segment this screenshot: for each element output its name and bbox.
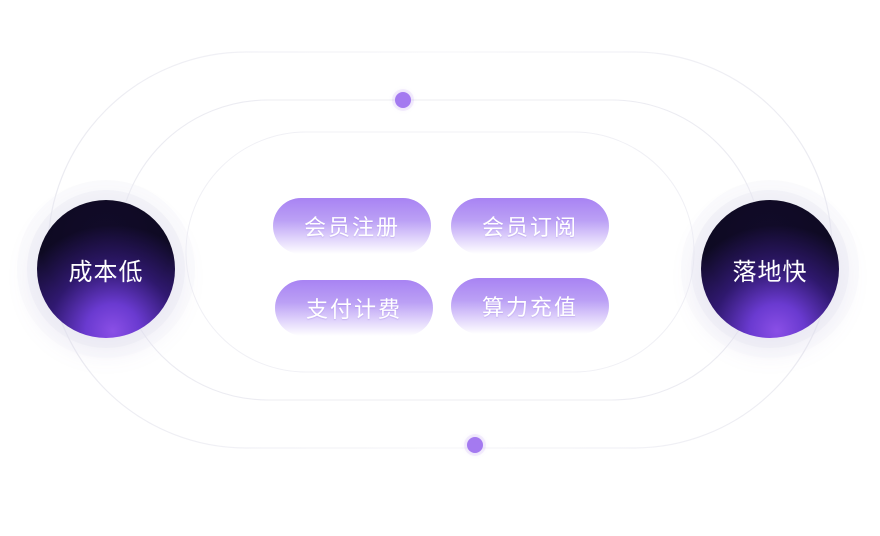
hub-fast-deploy: 落地快 bbox=[701, 200, 839, 338]
orbit-dot-bottom bbox=[467, 437, 483, 453]
middle-ring bbox=[117, 99, 763, 401]
feature-member-registration-label: 会员注册 bbox=[303, 216, 400, 241]
hub-low-cost: 成本低 bbox=[37, 200, 175, 338]
feature-member-subscription-label: 会员订阅 bbox=[481, 216, 578, 241]
feature-member-subscription[interactable]: 会员订阅 bbox=[451, 198, 609, 254]
feature-compute-topup[interactable]: 算力充值 bbox=[451, 278, 609, 334]
inner-ring bbox=[185, 131, 695, 373]
feature-payment-billing-label: 支付计费 bbox=[305, 298, 402, 323]
orbit-dot-top bbox=[395, 92, 411, 108]
hub-fast-deploy-label: 落地快 bbox=[732, 257, 808, 286]
feature-member-registration[interactable]: 会员注册 bbox=[273, 198, 431, 254]
feature-compute-topup-label: 算力充值 bbox=[481, 296, 578, 321]
hub-low-cost-label: 成本低 bbox=[68, 257, 144, 286]
feature-payment-billing[interactable]: 支付计费 bbox=[275, 280, 433, 336]
